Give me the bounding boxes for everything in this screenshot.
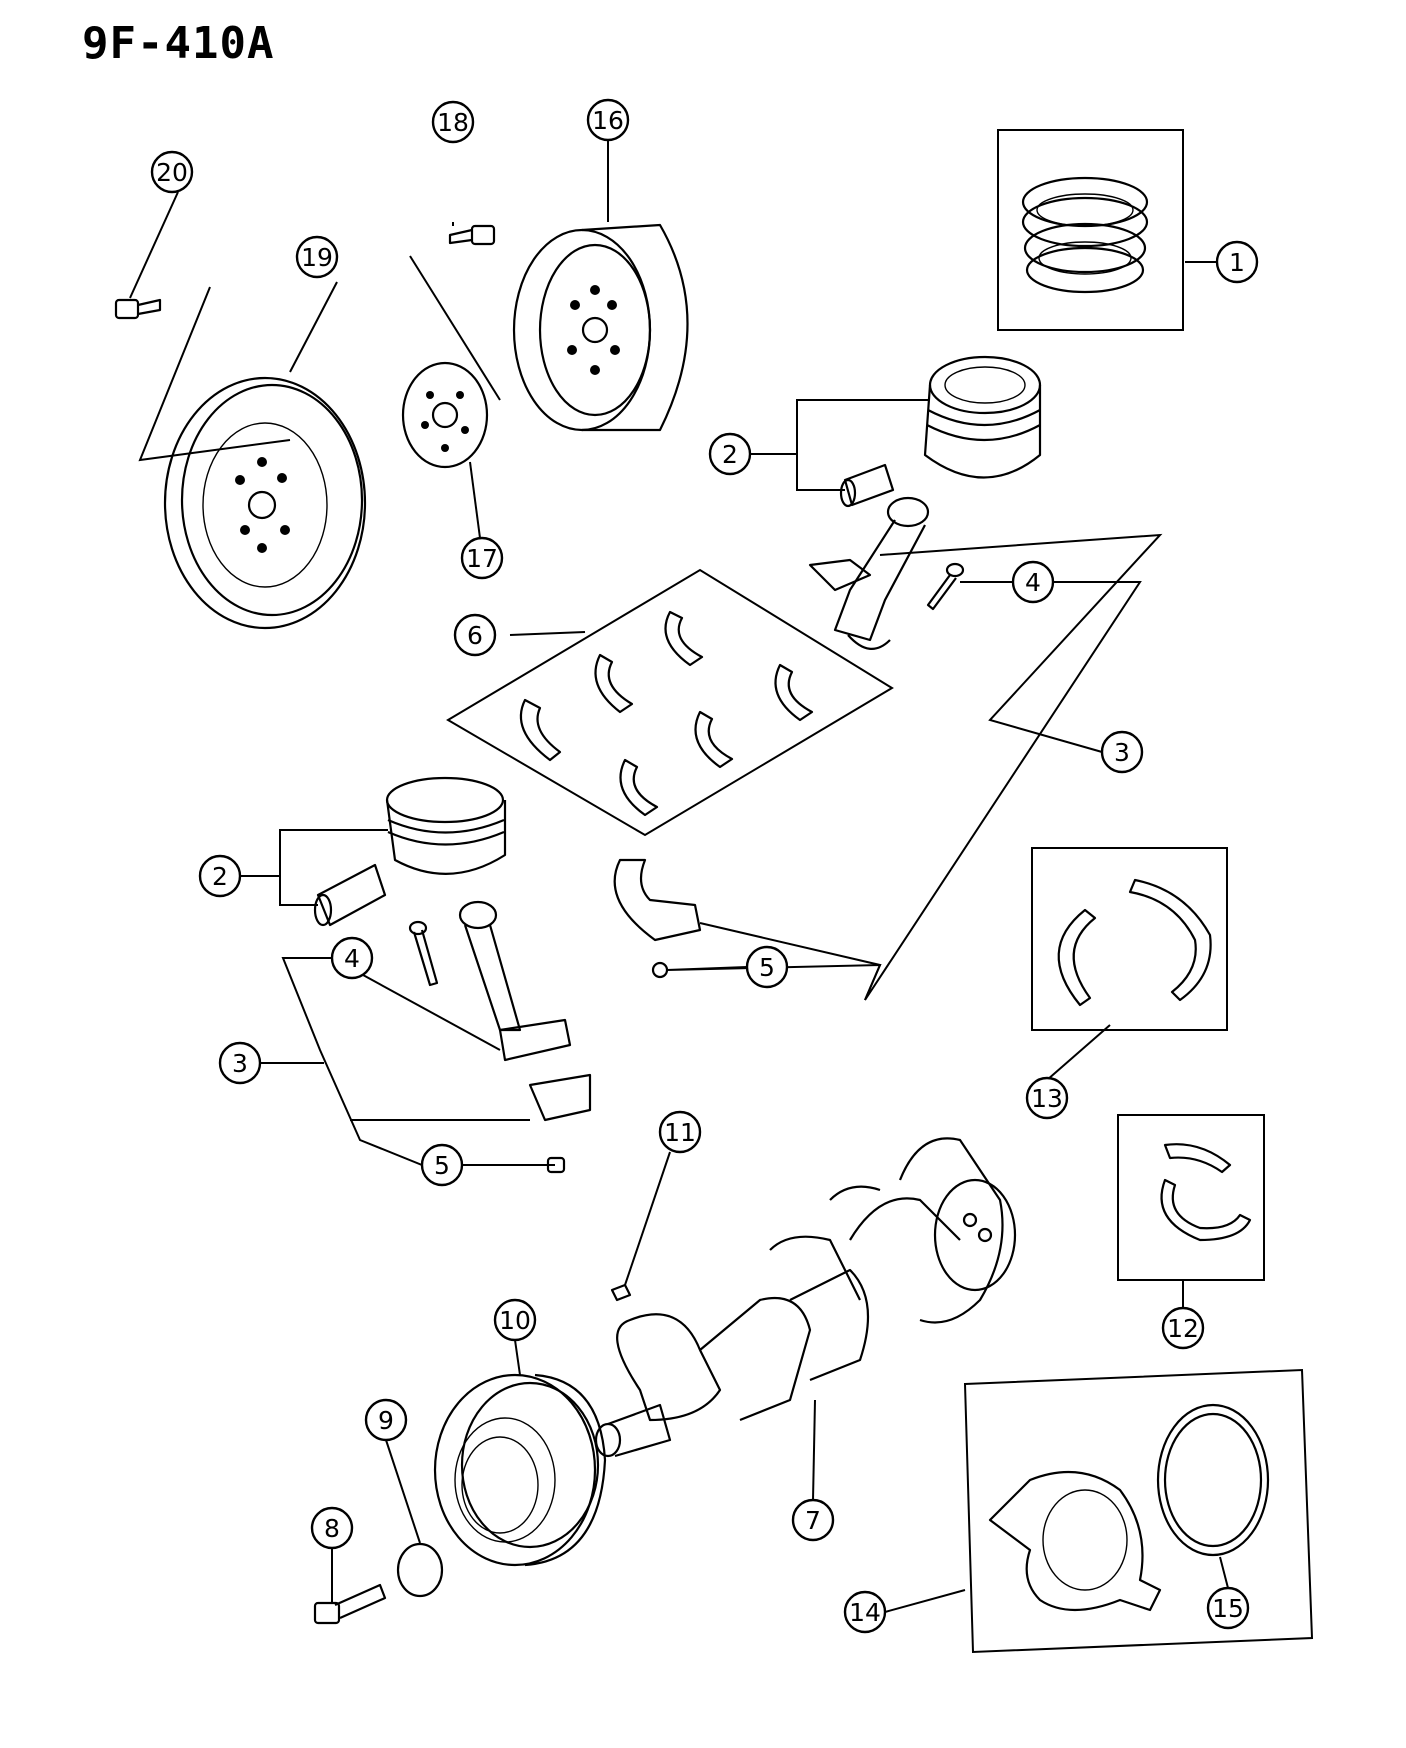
callout-label-10: 10 xyxy=(499,1306,531,1335)
callout-1: 1 xyxy=(1215,240,1259,284)
callout-14: 14 xyxy=(843,1590,887,1634)
part-main-bearing-set xyxy=(446,568,894,837)
callout-label-2-upper: 2 xyxy=(722,440,738,469)
callout-17: 17 xyxy=(460,536,504,580)
callout-label-13: 13 xyxy=(1031,1084,1063,1113)
callout-16: 16 xyxy=(586,98,630,142)
callout-label-7: 7 xyxy=(805,1506,821,1535)
part-rear-main-seal xyxy=(1156,1403,1270,1557)
callout-label-1: 1 xyxy=(1229,248,1245,277)
part-flexplate xyxy=(163,376,367,630)
callout-label-18: 18 xyxy=(437,108,469,137)
callout-label-19: 19 xyxy=(301,243,333,272)
callout-10: 10 xyxy=(493,1298,537,1342)
part-box-13 xyxy=(1031,847,1228,1031)
callout-label-16: 16 xyxy=(592,106,624,135)
part-thrust-washers xyxy=(1031,847,1228,1031)
callout-3-lower: 3 xyxy=(218,1041,262,1085)
callout-5-upper: 5 xyxy=(745,945,789,989)
callout-13: 13 xyxy=(1025,1076,1069,1120)
part-box-1 xyxy=(997,129,1184,331)
part-piston-upper xyxy=(839,355,1042,508)
part-rod-cap-upper xyxy=(613,858,702,979)
diagram-title: 9F-410A xyxy=(82,18,275,69)
callout-label-9: 9 xyxy=(378,1406,394,1435)
part-box-12 xyxy=(1117,1114,1265,1281)
callout-7: 7 xyxy=(791,1498,835,1542)
callout-4-lower: 4 xyxy=(330,936,374,980)
callout-label-5-upper: 5 xyxy=(759,953,775,982)
callout-label-20: 20 xyxy=(156,158,188,187)
part-rear-seal-retainer xyxy=(963,1368,1314,1654)
part-drive-plate xyxy=(512,223,689,432)
part-crank-key xyxy=(610,1283,632,1302)
callout-11: 11 xyxy=(658,1110,702,1154)
callout-8: 8 xyxy=(310,1506,354,1550)
callout-label-6: 6 xyxy=(467,621,483,650)
part-flexplate-bolt xyxy=(114,298,162,320)
callout-label-5-lower: 5 xyxy=(434,1151,450,1180)
callout-label-4-upper: 4 xyxy=(1025,568,1041,597)
callout-label-4-lower: 4 xyxy=(344,944,360,973)
callout-20: 20 xyxy=(150,150,194,194)
callout-label-8: 8 xyxy=(324,1514,340,1543)
callout-label-12: 12 xyxy=(1167,1314,1199,1343)
callout-6: 6 xyxy=(453,613,497,657)
part-piston-lower xyxy=(313,776,507,927)
part-main-bearing xyxy=(1117,1114,1265,1281)
part-adapter-plate xyxy=(401,361,489,469)
callout-label-3-lower: 3 xyxy=(232,1049,248,1078)
callout-label-17: 17 xyxy=(466,544,498,573)
callout-label-3-upper: 3 xyxy=(1114,738,1130,767)
callout-9: 9 xyxy=(364,1398,408,1442)
callout-12: 12 xyxy=(1161,1306,1205,1350)
part-rod-bolt-upper xyxy=(926,562,965,611)
part-connecting-rod-lower xyxy=(458,900,592,1122)
part-piston-ring-set xyxy=(997,129,1184,331)
callout-label-2-lower: 2 xyxy=(212,862,228,891)
callout-15: 15 xyxy=(1206,1586,1250,1630)
callout-18: 18 xyxy=(431,100,475,144)
part-damper-washer xyxy=(396,1542,444,1598)
callout-19: 19 xyxy=(295,235,339,279)
part-damper-bolt xyxy=(313,1583,387,1625)
callout-label-14: 14 xyxy=(849,1598,881,1627)
callout-3-upper: 3 xyxy=(1100,730,1144,774)
callout-5-lower: 5 xyxy=(420,1143,464,1187)
part-adapter-bolt xyxy=(448,224,496,246)
callout-2-upper: 2 xyxy=(708,432,752,476)
part-crankshaft-damper xyxy=(433,1373,607,1567)
callout-2-lower: 2 xyxy=(198,854,242,898)
callout-label-15: 15 xyxy=(1212,1594,1244,1623)
callout-label-11: 11 xyxy=(664,1118,696,1147)
part-rod-bolt-lower xyxy=(408,920,439,987)
callout-4-upper: 4 xyxy=(1011,560,1055,604)
part-connecting-rod-upper xyxy=(808,496,930,650)
